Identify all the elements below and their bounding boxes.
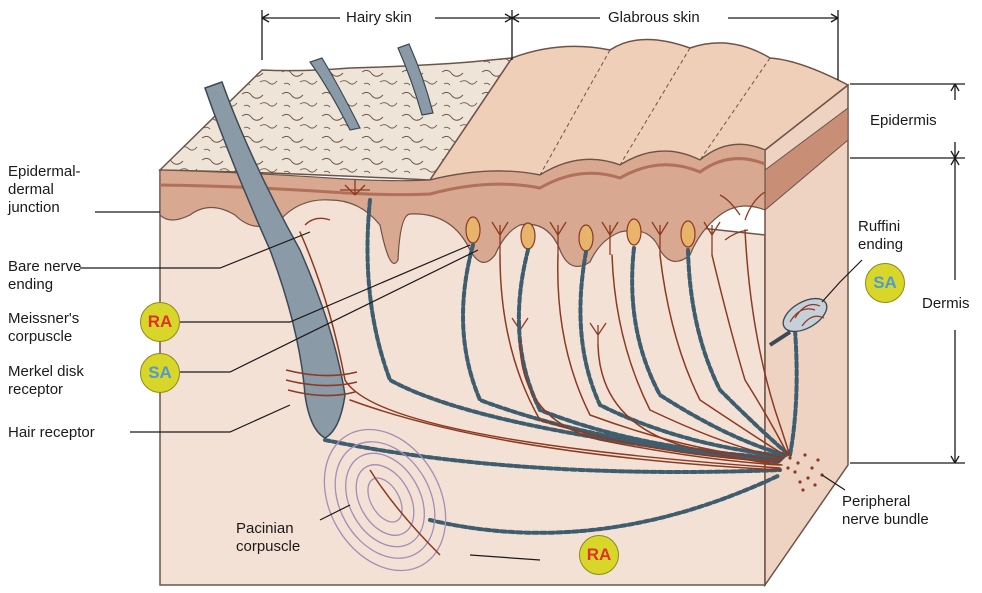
hair-receptor-label: Hair receptor <box>8 424 95 442</box>
glabrous-skin-label: Glabrous skin <box>604 9 704 27</box>
ruffini-sa-badge: SA <box>865 263 905 303</box>
merkel-disk-receptor-label: Merkel disk receptor <box>8 363 84 399</box>
meissners-corpuscle-label: Meissner's corpuscle <box>8 310 79 346</box>
hairy-skin-label: Hairy skin <box>342 9 416 27</box>
epidermal-dermal-junction-label: Epidermal- dermal junction <box>8 163 81 217</box>
pacinian-corpuscle-label: Pacinian corpuscle <box>236 520 300 556</box>
dermis-label: Dermis <box>922 295 970 313</box>
epidermis-label: Epidermis <box>870 112 937 130</box>
ruffini-ending-label: Ruffini ending <box>858 218 903 254</box>
meissner-ra-badge: RA <box>140 302 180 342</box>
bare-nerve-ending-label: Bare nerve ending <box>8 258 81 294</box>
merkel-sa-badge: SA <box>140 353 180 393</box>
pacinian-ra-badge: RA <box>579 535 619 575</box>
peripheral-nerve-bundle-label: Peripheral nerve bundle <box>842 493 929 529</box>
